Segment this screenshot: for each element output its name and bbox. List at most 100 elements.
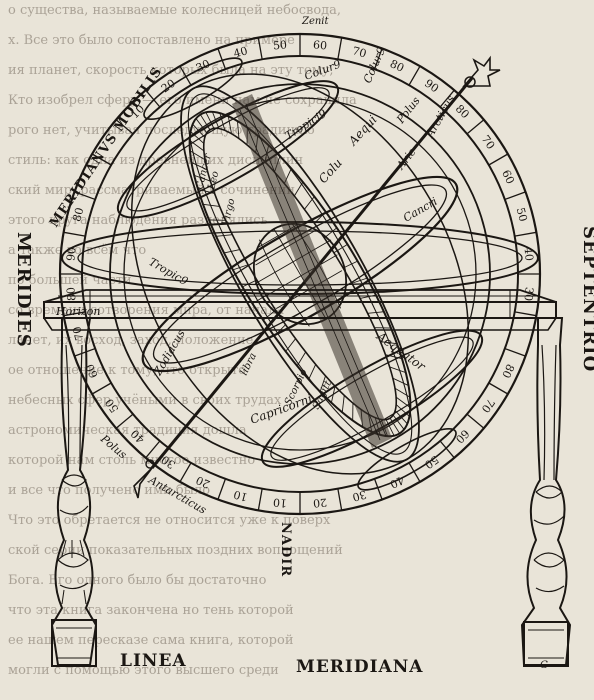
label-colurus-aequi: Colu bbox=[316, 156, 345, 186]
meridian-number: 70 bbox=[479, 133, 498, 152]
bleed-line: ской серии показательных поздних воплоще… bbox=[8, 543, 343, 558]
zodiac-tick bbox=[304, 196, 315, 210]
zodiac-tick bbox=[216, 234, 233, 237]
meridian-tick bbox=[145, 89, 161, 108]
meridian-number: 10 bbox=[232, 488, 249, 504]
pillar-letter: G bbox=[540, 660, 548, 671]
label-arcticus: Arcticus bbox=[423, 93, 458, 141]
meridian-tick bbox=[91, 153, 112, 166]
label-septentrio: SEPTENTRIO bbox=[579, 226, 594, 372]
meridian-tick bbox=[74, 191, 96, 201]
zodiac-tick bbox=[227, 116, 232, 134]
zodiac-tick bbox=[285, 338, 296, 352]
zodiac-tick bbox=[389, 417, 401, 434]
zodiac-tick bbox=[352, 403, 354, 421]
meridian-number: 20 bbox=[194, 473, 212, 491]
meridian-tick bbox=[217, 48, 227, 70]
zodiac-tick bbox=[237, 121, 240, 139]
meridian-tick bbox=[115, 119, 134, 135]
meridian-scale-ticks bbox=[60, 34, 540, 514]
zodiac-tick bbox=[195, 118, 208, 134]
bleed-line: ланет, их восход, заход, положение bbox=[8, 333, 254, 348]
meridian-number: 60 bbox=[312, 38, 327, 52]
meridian-tick bbox=[466, 413, 485, 429]
bleed-line: х. Все это было сопоставлено на примере bbox=[8, 33, 295, 48]
meridian-tick bbox=[257, 37, 263, 60]
zodiac-tick bbox=[385, 354, 403, 360]
bleed-line: о существа, называемые колесницей небосв… bbox=[8, 3, 341, 18]
label-sagittarius: Sagitt bbox=[311, 378, 335, 411]
zodiac-tick bbox=[308, 364, 317, 380]
meridian-number: 70 bbox=[70, 325, 86, 342]
meridian-tick bbox=[115, 413, 134, 429]
meridian-number: 80 bbox=[499, 362, 517, 380]
bleed-line: Кто изобрел сферу — его имени нам не сох… bbox=[8, 93, 357, 108]
meridian-number: 80 bbox=[70, 206, 86, 223]
zodiac-tick bbox=[199, 114, 211, 131]
meridian-tick bbox=[504, 347, 526, 357]
left-pillar bbox=[50, 317, 98, 667]
zodiac-tick bbox=[374, 327, 391, 329]
zodiac-tick bbox=[223, 249, 240, 254]
zodiac-tick bbox=[394, 410, 408, 425]
bleed-line: небесных сфер учёными в своих трудах bbox=[8, 393, 282, 408]
meridian-tick bbox=[179, 462, 192, 483]
bleed-line: Бога. Его одного было бы достаточно bbox=[8, 573, 267, 588]
horizon-table bbox=[43, 289, 557, 331]
bleed-line: со времени сотворения мира, от начала bbox=[8, 303, 284, 318]
bleed-line: которой нам столь многое известно bbox=[8, 453, 255, 468]
zodiac-tick bbox=[314, 211, 327, 224]
zodiac-tick bbox=[392, 414, 405, 430]
meridian-tick bbox=[408, 462, 421, 483]
meridian-number: 80 bbox=[388, 57, 406, 75]
zodiac-tick bbox=[232, 264, 249, 271]
zodiac-tick bbox=[380, 341, 398, 345]
meridian-tick bbox=[514, 231, 537, 237]
label-meridianus-mobilis: MERIDIANVS MOBILIS bbox=[47, 64, 166, 230]
zodiac-tick bbox=[392, 377, 409, 386]
label-leo: Leo bbox=[206, 170, 221, 192]
label-aequator: Aequator bbox=[373, 329, 428, 375]
zodiac-tick bbox=[194, 174, 211, 182]
meridian-tick bbox=[439, 440, 455, 459]
meridian-tick bbox=[514, 311, 537, 317]
meridian-tick bbox=[373, 478, 383, 500]
meridian-number: 70 bbox=[351, 44, 368, 60]
label-libra: libra bbox=[239, 351, 259, 377]
meridian-number: 30 bbox=[351, 488, 368, 504]
meridian-number: 30 bbox=[522, 286, 536, 301]
bleed-line: стиль: как одна из древнейших дисциплин bbox=[8, 153, 303, 168]
zodiac-tick bbox=[341, 395, 345, 413]
zodiac-tick bbox=[212, 111, 220, 129]
zodiac-tick bbox=[209, 219, 226, 221]
label-aequi: Aequi bbox=[345, 112, 380, 148]
meridian-tick bbox=[74, 347, 96, 357]
meridian-tick bbox=[63, 311, 86, 317]
bleed-line: ое отношение к тому, что открыто bbox=[8, 363, 246, 378]
zodiac-tick bbox=[389, 366, 406, 374]
meridian-number: 10 bbox=[272, 496, 287, 510]
meridian-tick bbox=[466, 119, 485, 135]
zodiac-band bbox=[188, 110, 412, 438]
meridian-tick bbox=[408, 65, 421, 86]
meridian-number: 60 bbox=[83, 362, 101, 380]
meridian-number: 40 bbox=[388, 473, 406, 491]
zodiac-tick bbox=[395, 404, 410, 417]
meridian-tick bbox=[504, 191, 526, 201]
label-linea: LINEA bbox=[120, 651, 187, 671]
zodiac-tick bbox=[242, 279, 258, 288]
meridian-tick bbox=[439, 89, 455, 108]
zodiac-tick bbox=[395, 396, 411, 408]
zodiac-tick bbox=[333, 243, 348, 254]
meridian-tick bbox=[217, 478, 227, 500]
meridian-number: 60 bbox=[499, 168, 517, 186]
zodiac-tick bbox=[205, 112, 215, 129]
label-cancri: Cancri bbox=[401, 195, 440, 225]
zodiac-tick bbox=[197, 188, 215, 194]
zodiac-tick bbox=[330, 386, 336, 403]
zodiac-tick bbox=[319, 375, 326, 392]
meridian-tick bbox=[179, 65, 192, 86]
